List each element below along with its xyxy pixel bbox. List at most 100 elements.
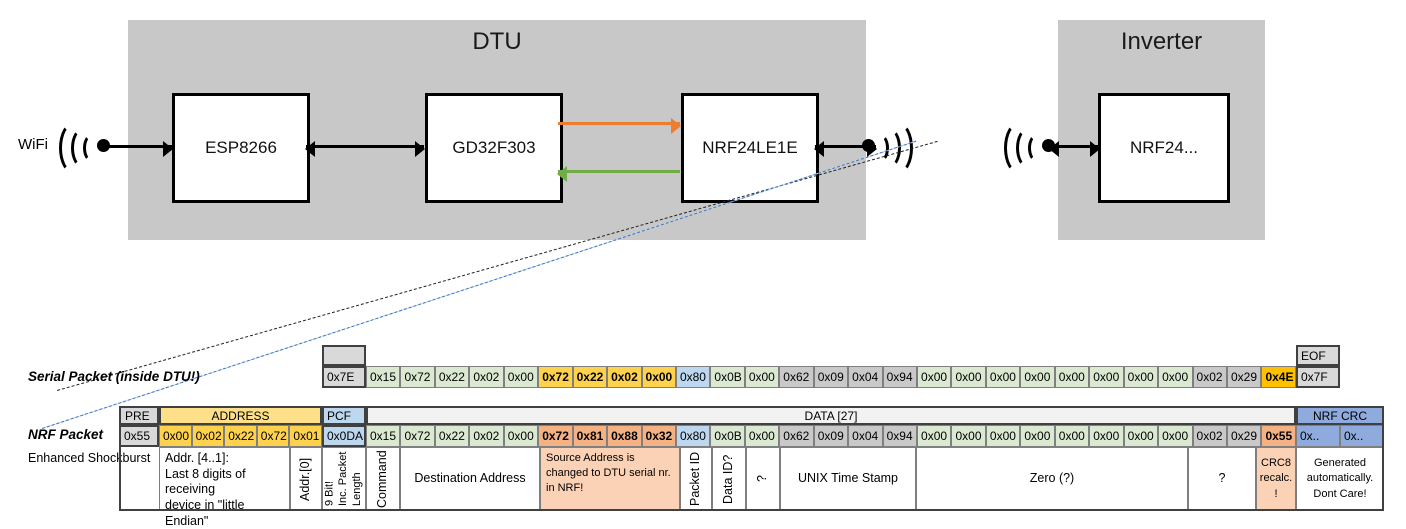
nrf-data-byte-20: 0x00: [1054, 425, 1090, 447]
nrf-data-byte-12: 0x62: [779, 425, 814, 447]
nrf-pcf-value: 0x0DA: [322, 425, 366, 447]
serial-byte-26: 0x4E: [1261, 366, 1296, 388]
serial-sof-header-pad: [322, 345, 366, 366]
arrow-esp-gd32: [305, 141, 425, 157]
inverter-enclosure: Inverter: [1058, 20, 1265, 240]
serial-byte-20: 0x00: [1054, 366, 1090, 388]
nrf-address-byte-0: 0x00: [159, 425, 192, 447]
serial-byte-14: 0x04: [848, 366, 883, 388]
serial-byte-8: 0x00: [641, 366, 676, 388]
desc-unknown-2: ?: [1188, 447, 1256, 511]
serial-byte-19: 0x00: [1020, 366, 1055, 388]
nrf-data-byte-26: 0x55: [1261, 425, 1296, 447]
nrf-crc-byte-0: 0x..: [1296, 425, 1340, 447]
serial-packet-row-label: Serial Packet (inside DTU!): [28, 369, 200, 384]
chip-nrf24le1e-label: NRF24LE1E: [702, 138, 798, 157]
chip-gd32f303-label: GD32F303: [452, 138, 536, 157]
chip-nrf24-label: NRF24...: [1129, 138, 1199, 157]
antenna-arc-3: [1004, 122, 1033, 174]
desc-destination-address: Destination Address: [400, 447, 540, 511]
nrf-data-byte-10: 0x0B: [710, 425, 745, 447]
serial-byte-21: 0x00: [1089, 366, 1124, 388]
desc-crc-auto: Generated automatically. Dont Care!: [1296, 447, 1384, 511]
serial-byte-17: 0x00: [951, 366, 986, 388]
serial-byte-0: 0x15: [366, 366, 401, 388]
serial-byte-24: 0x02: [1192, 366, 1227, 388]
desc-zero: Zero (?): [916, 447, 1188, 511]
nrf-data-byte-9: 0x80: [675, 425, 711, 447]
serial-sof-value: 0x7E: [322, 366, 366, 388]
nrf-crc-header: NRF CRC: [1296, 406, 1384, 425]
serial-byte-16: 0x00: [917, 366, 952, 388]
wifi-antenna-icon-left: [59, 122, 110, 174]
chip-esp8266: ESP8266: [172, 93, 310, 203]
desc-addr-main: Addr. [4..1]: Last 8 digits of receiving…: [159, 447, 290, 528]
nrf-data-header: DATA [27]: [366, 406, 1296, 425]
chip-nrf24: NRF24...: [1098, 93, 1230, 203]
nrf-data-byte-16: 0x00: [917, 425, 952, 447]
desc-data-id: Data ID?: [712, 447, 746, 511]
arrow-wifi-to-esp: [108, 141, 173, 157]
serial-byte-15: 0x94: [882, 366, 918, 388]
nrf-data-byte-2: 0x22: [434, 425, 470, 447]
nrf-data-byte-3: 0x02: [469, 425, 504, 447]
desc-command: Command: [366, 447, 400, 511]
nrf-data-byte-24: 0x02: [1192, 425, 1227, 447]
nrf-data-byte-5: 0x72: [538, 425, 573, 447]
nrf-packet-row-label: NRF Packet: [28, 427, 104, 442]
desc-pcf: 9 Bit! Inc. Packet Length: [322, 447, 366, 511]
nrf-data-byte-11: 0x00: [744, 425, 780, 447]
serial-eof-header: EOF: [1296, 345, 1340, 366]
nrf-data-byte-18: 0x00: [985, 425, 1021, 447]
desc-packet-id: Packet ID: [680, 447, 712, 511]
nrf-data-byte-19: 0x00: [1020, 425, 1055, 447]
arrow-nrf24le1e-antenna: [814, 141, 877, 157]
nrf-crc-byte-1: 0x..: [1340, 425, 1384, 447]
nrf-address-byte-3: 0x72: [256, 425, 290, 447]
nrf-data-byte-4: 0x00: [503, 425, 539, 447]
arrow-nrf24le1e-to-gd32: [557, 166, 680, 182]
nrf-data-byte-7: 0x88: [607, 425, 642, 447]
nrf-data-byte-0: 0x15: [366, 425, 401, 447]
nrf-data-byte-25: 0x29: [1227, 425, 1262, 447]
chip-nrf24le1e: NRF24LE1E: [681, 93, 819, 203]
serial-byte-2: 0x22: [434, 366, 470, 388]
serial-byte-18: 0x00: [985, 366, 1021, 388]
serial-byte-6: 0x22: [572, 366, 608, 388]
nrf-data-byte-14: 0x04: [848, 425, 883, 447]
desc-unix-time-stamp: UNIX Time Stamp: [780, 447, 916, 511]
block-diagram: DTU Inverter ESP8266 GD32F303 NRF24LE1E …: [18, 20, 1265, 429]
chip-gd32f303: GD32F303: [425, 93, 563, 203]
serial-byte-13: 0x09: [813, 366, 849, 388]
nrf-address-byte-1: 0x02: [191, 425, 225, 447]
nrf-pcf-header: PCF: [322, 406, 366, 425]
serial-byte-9: 0x80: [675, 366, 711, 388]
nrf-data-byte-6: 0x81: [572, 425, 608, 447]
nrf-address-byte-2: 0x22: [224, 425, 257, 447]
nrf-data-byte-1: 0x72: [400, 425, 435, 447]
antenna-arc-3: [59, 122, 88, 174]
nrf-packet-sub-label: Enhanced Shockburst: [28, 451, 151, 465]
desc-addr0: Addr.[0]: [290, 447, 322, 511]
nrf-pre-header: PRE: [119, 406, 159, 425]
nrf-pre-value: 0x55: [119, 425, 159, 447]
serial-byte-25: 0x29: [1227, 366, 1262, 388]
nrf-data-byte-15: 0x94: [882, 425, 918, 447]
serial-byte-5: 0x72: [538, 366, 573, 388]
desc-unknown-1: ?: [746, 447, 780, 511]
serial-byte-10: 0x0B: [710, 366, 745, 388]
nrf-data-byte-22: 0x00: [1123, 425, 1159, 447]
serial-byte-23: 0x00: [1158, 366, 1193, 388]
nrf-data-byte-8: 0x32: [641, 425, 676, 447]
serial-byte-4: 0x00: [503, 366, 539, 388]
nrf-address-header: ADDRESS: [159, 406, 322, 425]
arrow-gd32-to-nrf24le1e: [558, 118, 681, 134]
inverter-title: Inverter: [1120, 28, 1203, 55]
nrf-data-byte-17: 0x00: [951, 425, 986, 447]
wifi-label: WiFi: [18, 136, 48, 153]
serial-byte-3: 0x02: [469, 366, 504, 388]
serial-byte-1: 0x72: [400, 366, 435, 388]
antenna-dot: [97, 139, 110, 152]
chip-esp8266-label: ESP8266: [205, 138, 277, 157]
